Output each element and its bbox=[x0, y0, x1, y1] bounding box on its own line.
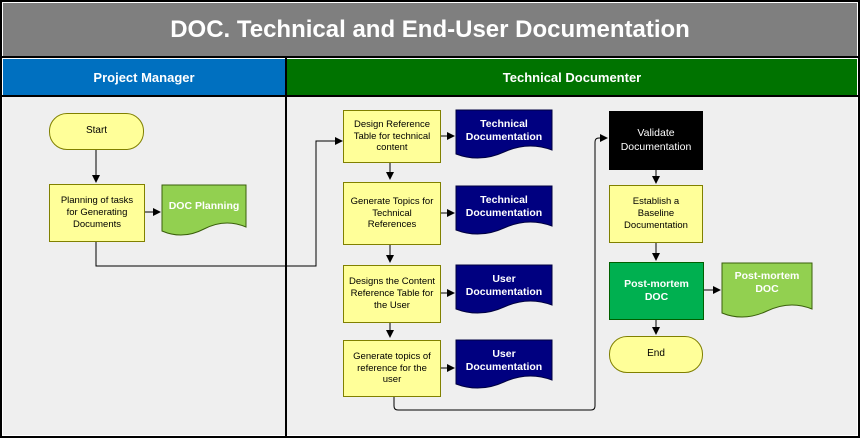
lane-header-technical-documenter: Technical Documenter bbox=[287, 59, 857, 95]
lane-header-project-manager: Project Manager bbox=[3, 59, 285, 95]
tech-doc-2-label: Technical Documentation bbox=[465, 194, 543, 219]
start-terminator: Start bbox=[49, 113, 144, 150]
user-doc-2-label: User Documentation bbox=[465, 348, 543, 373]
doc-planning-shape bbox=[161, 184, 247, 236]
tech-doc-1-label: Technical Documentation bbox=[465, 118, 543, 143]
user-doc-2-shape bbox=[455, 339, 553, 389]
validate-process: Validate Documentation bbox=[609, 111, 703, 170]
generate-topics-user-process: Generate topics of reference for the use… bbox=[343, 340, 441, 397]
postmortem-process: Post-mortem DOC bbox=[609, 262, 704, 320]
postmortem-doc-label: Post-mortem DOC bbox=[734, 270, 800, 295]
user-doc-1-shape bbox=[455, 264, 553, 314]
tech-doc-2-shape bbox=[455, 185, 553, 235]
designs-content-ref-process: Designs the Content Reference Table for … bbox=[343, 265, 441, 323]
generate-topics-tech-process: Generate Topics for Technical References bbox=[343, 182, 441, 245]
user-doc-1-label: User Documentation bbox=[465, 273, 543, 298]
baseline-process: Establish a Baseline Documentation bbox=[609, 185, 703, 243]
end-terminator: End bbox=[609, 336, 703, 373]
diagram-title: DOC. Technical and End-User Documentatio… bbox=[3, 3, 857, 58]
design-ref-table-process: Design Reference Table for technical con… bbox=[343, 110, 441, 163]
tech-doc-1-shape bbox=[455, 109, 553, 159]
arrow-usertopics-validate bbox=[393, 134, 608, 411]
arrow-planning-design bbox=[95, 137, 343, 267]
planning-process: Planning of tasks for Generating Documen… bbox=[49, 184, 145, 242]
doc-planning-label: DOC Planning bbox=[168, 199, 240, 212]
postmortem-doc-shape bbox=[721, 262, 813, 318]
